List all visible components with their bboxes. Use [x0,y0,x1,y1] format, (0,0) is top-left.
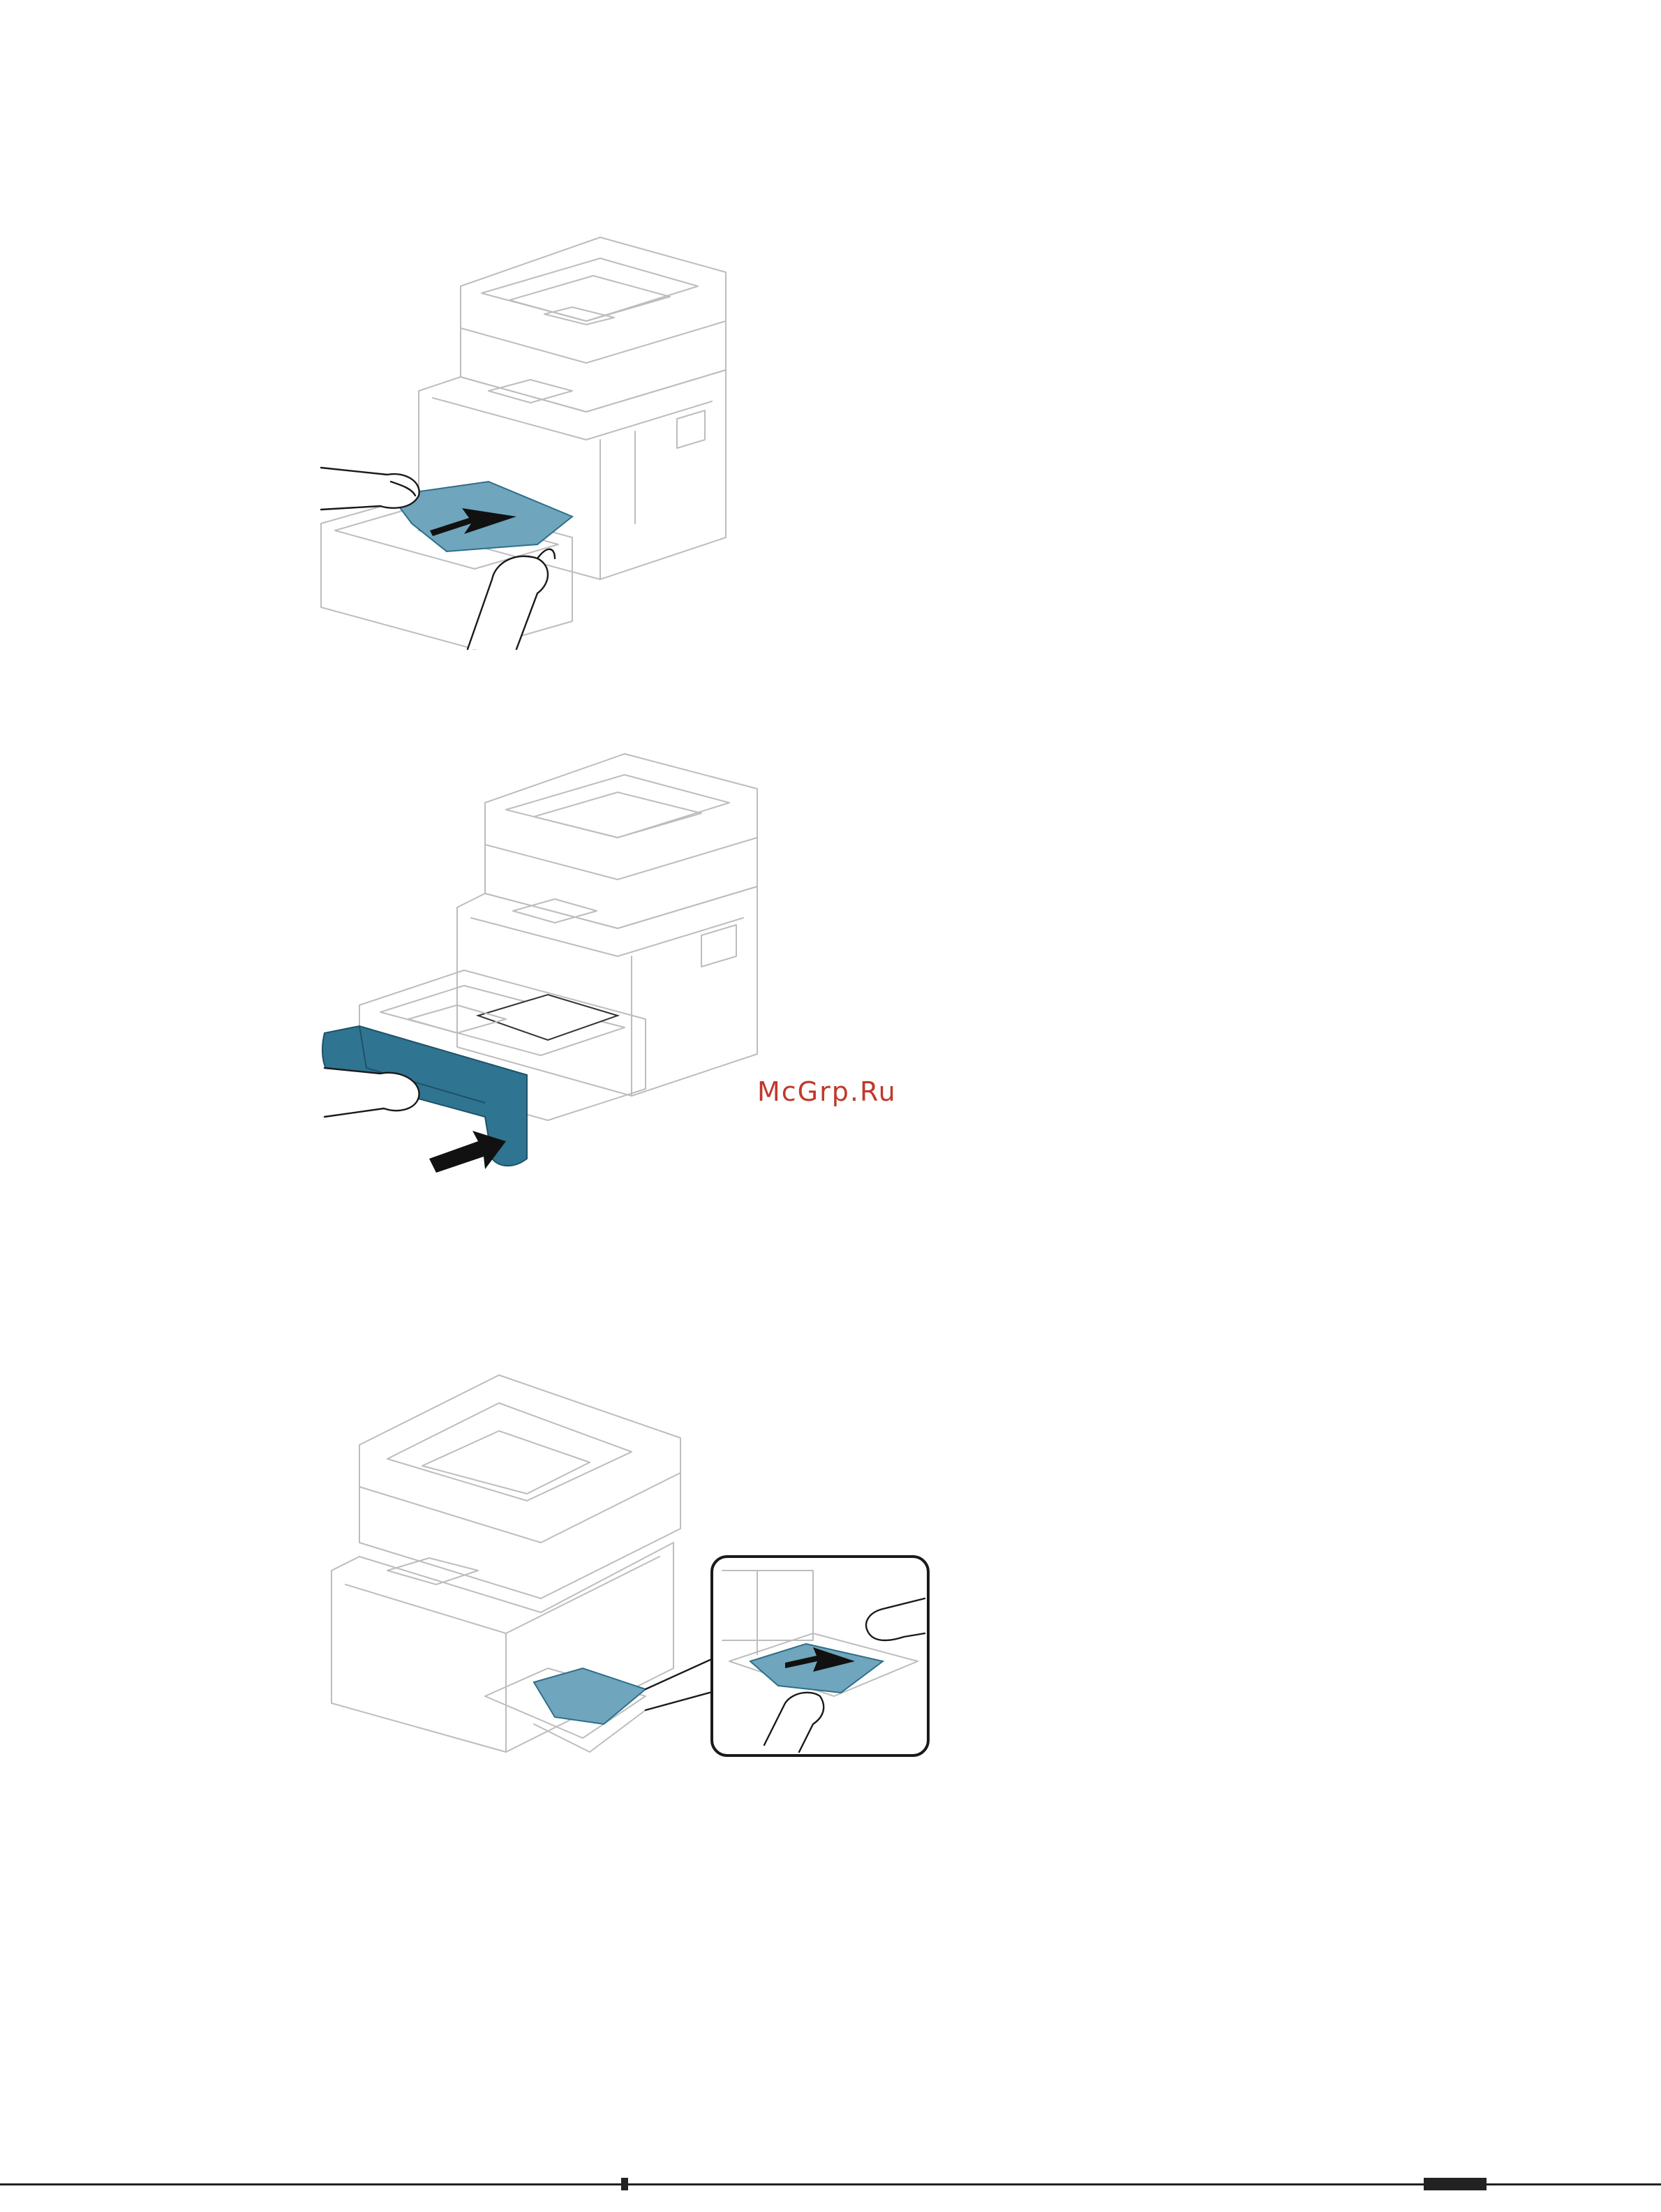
illustration-remove-jam-bypass [325,1361,953,1794]
footer-mark [1424,2178,1487,2190]
footer-rule [0,2183,1661,2185]
tray-insert-icon [318,740,771,1180]
illustration-reinsert-tray [318,740,771,1180]
watermark-text: McGrp.Ru [757,1076,897,1107]
illustration-remove-jam-from-tray [307,230,733,649]
footer-mark [621,2178,628,2190]
bypass-jam-icon [325,1361,953,1794]
printer-jam-tray-icon [307,230,733,649]
